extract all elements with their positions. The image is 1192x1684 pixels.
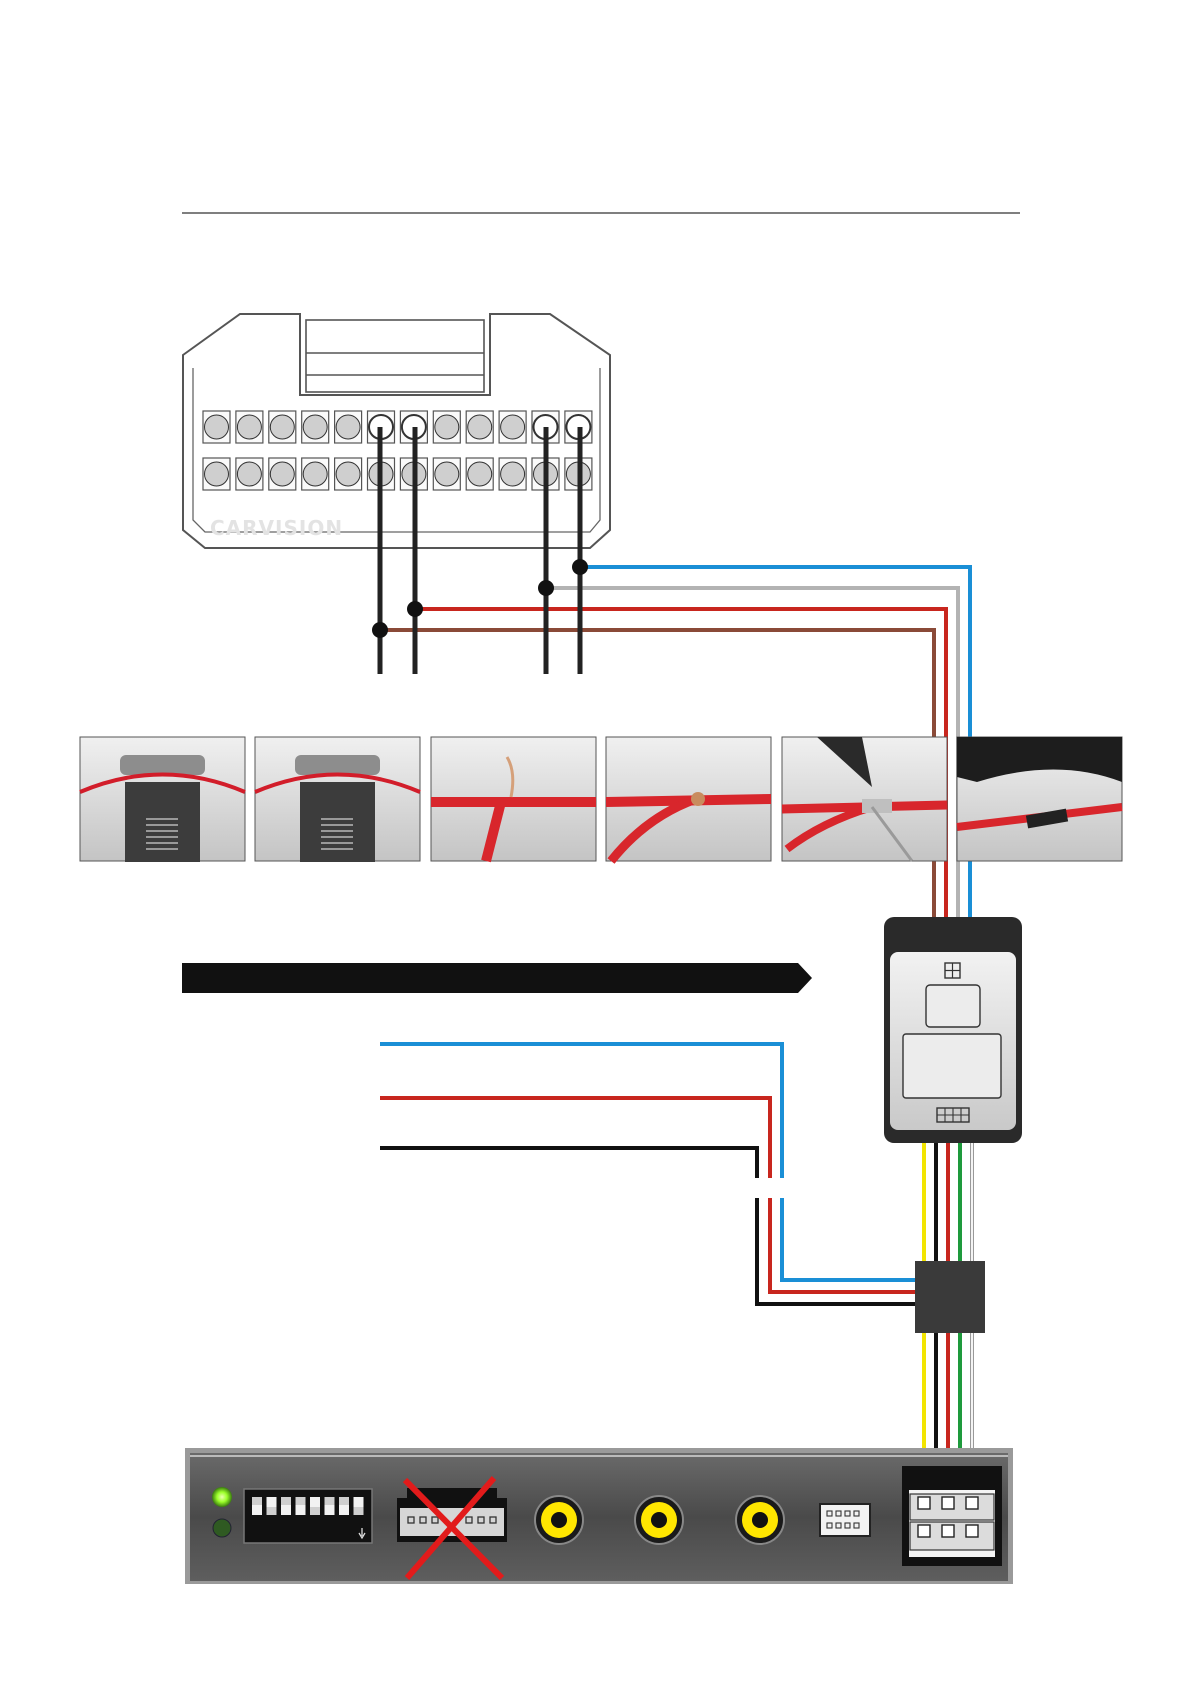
dip-switch[interactable] (281, 1497, 291, 1515)
connector-pin (302, 411, 329, 443)
connector-pin (466, 411, 493, 443)
connector-pin (433, 411, 460, 443)
dip-switch[interactable] (354, 1497, 364, 1515)
main-unit (185, 1448, 1013, 1584)
connector-pin (499, 411, 526, 443)
connector-pin (203, 411, 230, 443)
connector-pin (269, 458, 296, 490)
wire-harness-socket[interactable] (902, 1466, 1002, 1566)
watermark-text: CARVISION (210, 516, 343, 540)
connector-pin (269, 411, 296, 443)
small-port (820, 1504, 870, 1536)
photo-twist-step (431, 737, 596, 861)
rca-jack[interactable] (736, 1496, 784, 1544)
photo-strip-step-1 (80, 737, 245, 862)
module-label-large (903, 1034, 1001, 1098)
rca-jacks (535, 1496, 784, 1544)
junction-block (915, 1261, 985, 1333)
connector-pin (302, 458, 329, 490)
interface-module (884, 917, 1022, 1143)
photo-joint-step (606, 737, 771, 861)
photo-solder-step (782, 737, 947, 861)
photo-insulate-step (957, 737, 1122, 861)
standby-led (213, 1519, 231, 1537)
external-wires (380, 1044, 917, 1304)
dip-switch[interactable] (252, 1497, 262, 1515)
dip-switch[interactable] (339, 1497, 349, 1515)
dip-switch[interactable] (296, 1497, 306, 1515)
photo-strip-step-2 (255, 737, 420, 862)
dip-switch[interactable] (267, 1497, 277, 1515)
connector-pin (236, 458, 263, 490)
connector-pin (203, 458, 230, 490)
connector-pin (335, 458, 362, 490)
connector-pin (499, 458, 526, 490)
connector-pin (433, 458, 460, 490)
connector-pin (335, 411, 362, 443)
dip-switch-block[interactable] (244, 1489, 372, 1543)
photo-strip (80, 737, 1122, 862)
module-label-small (926, 985, 980, 1027)
rca-jack[interactable] (635, 1496, 683, 1544)
tap-junction-dots (372, 559, 588, 638)
dip-switch[interactable] (325, 1497, 335, 1515)
connector-pin (236, 411, 263, 443)
power-led (212, 1487, 232, 1507)
connector-latch (306, 320, 484, 392)
connector-pin (466, 458, 493, 490)
rca-jack[interactable] (535, 1496, 583, 1544)
direction-arrow (182, 963, 812, 993)
dip-switch[interactable] (310, 1497, 320, 1515)
